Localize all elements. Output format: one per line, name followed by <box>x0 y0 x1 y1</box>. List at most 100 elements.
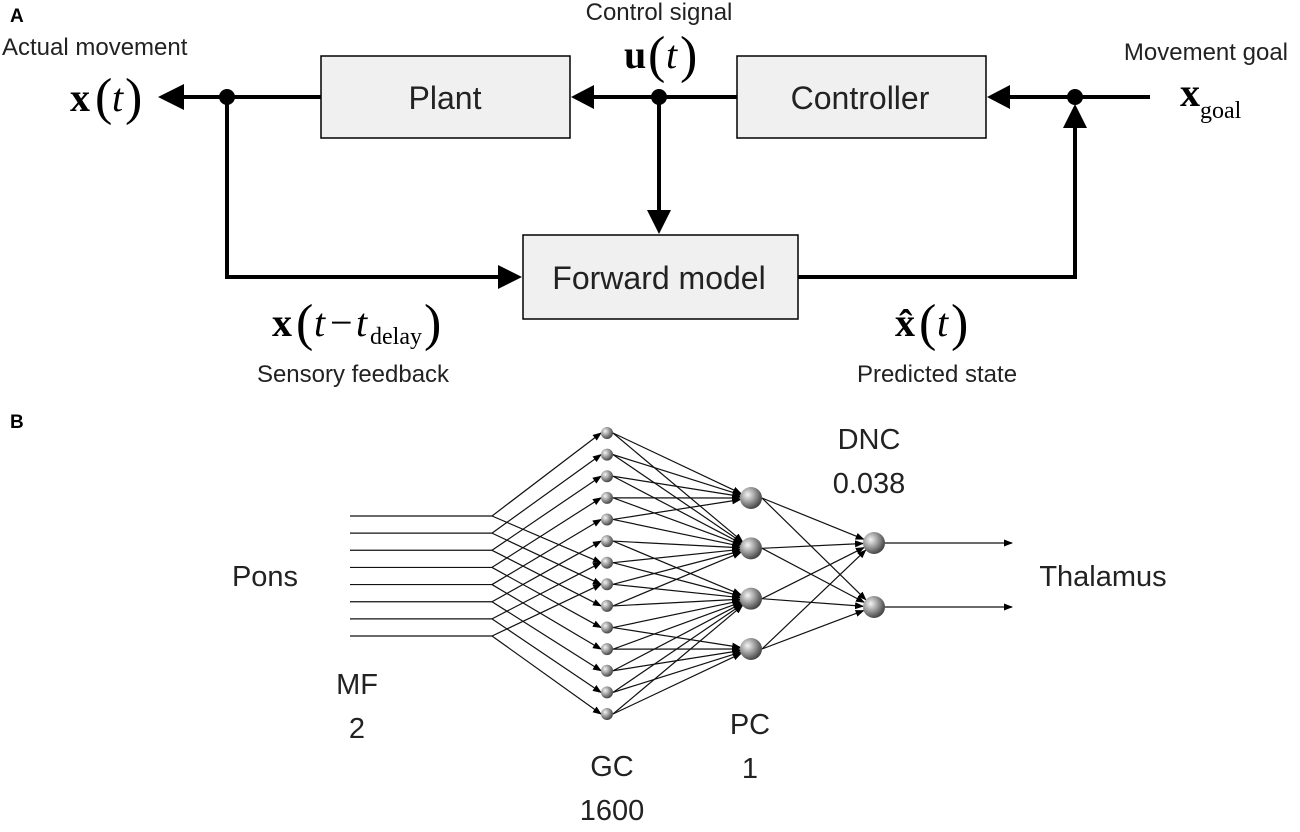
feedback-close-paren: ) <box>424 295 441 352</box>
movement-goal-caption: Movement goal <box>1124 39 1288 66</box>
mf-value: 2 <box>349 713 365 745</box>
purkinje-cell-node <box>740 587 762 610</box>
gc-to-pc-connection <box>612 546 742 564</box>
plant-block: Plant <box>320 55 571 139</box>
control-open-paren: ( <box>648 27 665 84</box>
gc-to-pc-connection <box>612 551 742 607</box>
pc-to-dnc-connection <box>761 547 865 603</box>
pc-to-dnc-connection <box>761 540 865 549</box>
granule-cell-node <box>601 491 613 504</box>
mf-to-gc-connection <box>491 618 602 693</box>
controller-block: Controller <box>736 55 987 139</box>
predicted-x-hat: x̂ <box>895 300 915 345</box>
forward-top-arrowhead <box>647 210 671 234</box>
purkinje-cell-node <box>740 638 762 660</box>
network-neurons <box>601 427 885 720</box>
pc-to-dnc-connection <box>761 497 867 601</box>
mf-to-gc-connection <box>491 432 602 517</box>
granule-cell-node <box>601 599 613 612</box>
mf-to-gc-connection <box>491 515 602 564</box>
feedback-t: t <box>314 300 326 345</box>
mf-to-gc-connection <box>491 584 602 650</box>
mf-to-gc-connection <box>491 635 602 715</box>
control-signal-caption: Control signal <box>586 0 733 26</box>
gc-to-pc-connection <box>612 603 743 672</box>
thalamus-label: Thalamus <box>1039 561 1166 593</box>
control-junction-dot <box>651 89 667 105</box>
forward-model-box <box>522 234 799 320</box>
network-connections <box>350 432 1013 715</box>
actual-state-t: t <box>112 75 124 120</box>
granule-cell-node <box>601 556 613 569</box>
predicted-close-paren: ) <box>951 295 968 352</box>
pc-label: PC <box>730 709 770 741</box>
granule-cell-node <box>601 427 613 439</box>
gc-to-pc-connection <box>612 518 742 548</box>
actual-movement-caption: Actual movement <box>2 34 188 61</box>
sensory-feedback-caption: Sensory feedback <box>257 361 450 388</box>
forward-model-label: Forward model <box>552 260 765 296</box>
gc-to-pc-connection <box>612 604 744 715</box>
dnc-node <box>863 532 885 554</box>
gc-to-pc-connection <box>612 601 742 650</box>
plant-label: Plant <box>409 80 482 116</box>
dnc-node <box>863 596 885 618</box>
granule-cell-node <box>601 448 613 461</box>
predicted-t: t <box>937 300 949 345</box>
pc-to-dnc-connection <box>761 598 865 610</box>
mf-to-gc-connection <box>491 475 602 551</box>
mf-to-gc-connection <box>491 562 602 620</box>
forward-model-block: Forward model <box>522 234 799 320</box>
purkinje-cell-node <box>740 537 762 560</box>
mf-to-gc-connection <box>491 454 602 534</box>
gc-to-pc-connection <box>612 549 742 585</box>
actual-state-open-paren: ( <box>95 69 112 126</box>
plant-input-arrowhead <box>571 85 594 109</box>
mf-to-gc-connection <box>491 518 602 586</box>
feedback-open-paren: ( <box>296 295 313 352</box>
granule-cell-node <box>601 578 613 591</box>
gc-to-pc-connection <box>612 604 743 693</box>
goal-junction-dot <box>1067 89 1083 105</box>
control-signal-symbol: u ( t ) <box>624 27 697 84</box>
granule-cell-node <box>601 513 613 526</box>
granule-cell-node <box>601 686 613 699</box>
gc-label: GC <box>590 751 634 783</box>
actual-state-close-paren: ) <box>125 69 142 126</box>
panel-a-wires <box>158 84 1150 289</box>
gc-value: 1600 <box>580 795 645 827</box>
gc-to-pc-connection <box>612 497 742 546</box>
output-junction-dot <box>219 89 235 105</box>
mf-to-gc-connection <box>491 532 602 585</box>
granule-cell-node <box>601 470 613 483</box>
gc-to-pc-connection <box>612 651 742 693</box>
gc-to-pc-connection <box>612 596 742 607</box>
feedback-x: x <box>272 300 292 345</box>
goal-x: x <box>1180 70 1200 115</box>
pc-value: 1 <box>742 753 758 785</box>
panel-b-letter: B <box>10 412 24 433</box>
actual-state-symbol: x ( t ) <box>70 69 142 126</box>
gc-to-pc-connection <box>612 432 742 495</box>
gc-to-pc-connection <box>612 475 742 499</box>
gc-to-pc-connection <box>612 454 742 496</box>
mf-to-gc-connection <box>491 566 602 629</box>
feedback-minus: − <box>330 300 353 345</box>
granule-cell-node <box>601 621 613 634</box>
mf-to-gc-connection <box>491 601 602 672</box>
sensory-feedback-symbol: x ( t − t delay ) <box>272 295 441 352</box>
dnc-value: 0.038 <box>833 468 906 500</box>
control-t: t <box>666 32 678 77</box>
purkinje-cell-node <box>740 487 762 509</box>
gc-to-pc-connection <box>612 497 742 521</box>
goal-symbol: x goal <box>1180 70 1242 124</box>
control-close-paren: ) <box>680 27 697 84</box>
mf-to-gc-connection <box>491 549 602 607</box>
gc-to-pc-connection <box>612 599 742 629</box>
gc-to-pc-connection <box>612 540 742 551</box>
gc-to-pc-connection <box>612 432 744 543</box>
pc-to-dnc-connection <box>761 546 865 600</box>
sensory-feedback-wire <box>225 97 500 279</box>
pc-to-dnc-connection <box>761 497 865 540</box>
